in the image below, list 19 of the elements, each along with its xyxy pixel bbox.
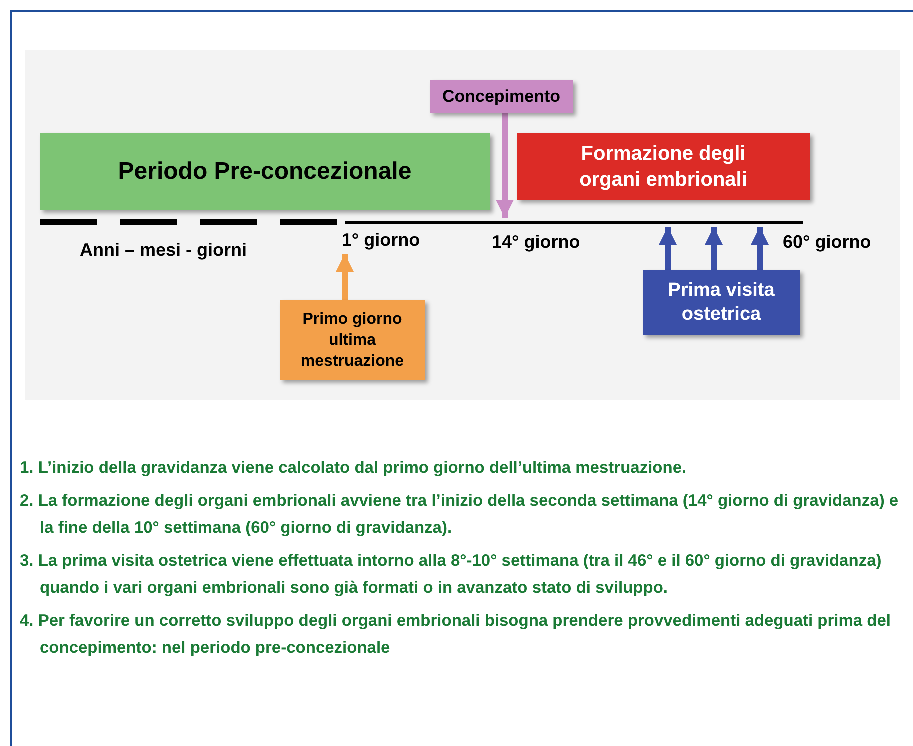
period-box: Periodo Pre-concezionale — [40, 133, 490, 210]
timeline-label: Anni – mesi - giorni — [80, 239, 248, 262]
event-box: Primo giorno ultima mestruazione — [280, 300, 425, 380]
arrow — [336, 254, 354, 300]
numbered-note: 3. La prima visita ostetrica viene effettuata intorno alla 8°-10° settimana (tra il 46° e il 60° giorno di gravidanza) quando i vari organi embrionali sono già formati o in avanzato stato di sviluppo. — [20, 551, 883, 599]
event-box: Concepimento — [430, 80, 573, 113]
phase-box: Formazione degli organi embrionali — [517, 133, 810, 200]
numbered-note: 2. La formazione degli organi embrionali avviene tra l’inizio della seconda settimana (14° giorno di gravidanza) e la fine della 10° settimana (60° giorno di gravidanza). — [20, 491, 900, 539]
event-box: Prima visita ostetrica — [643, 270, 800, 335]
numbered-note: 1. L’inizio della gravidanza viene calcolato dal primo giorno dell’ultima mestruazione. — [20, 458, 688, 479]
arrow — [496, 113, 514, 218]
timeline-line — [345, 221, 803, 224]
numbered-note: 4. Per favorire un corretto sviluppo degli organi embrionali bisogna prendere provvedimenti adeguati prima del concepimento: nel periodo pre-concezionale — [20, 611, 892, 659]
arrow — [659, 227, 677, 270]
arrow — [705, 227, 723, 270]
arrow — [751, 227, 769, 270]
timeline-label: 14° giorno — [492, 231, 580, 254]
timeline-label: 60° giorno — [783, 231, 872, 254]
timeline-label: 1° giorno — [335, 229, 427, 251]
